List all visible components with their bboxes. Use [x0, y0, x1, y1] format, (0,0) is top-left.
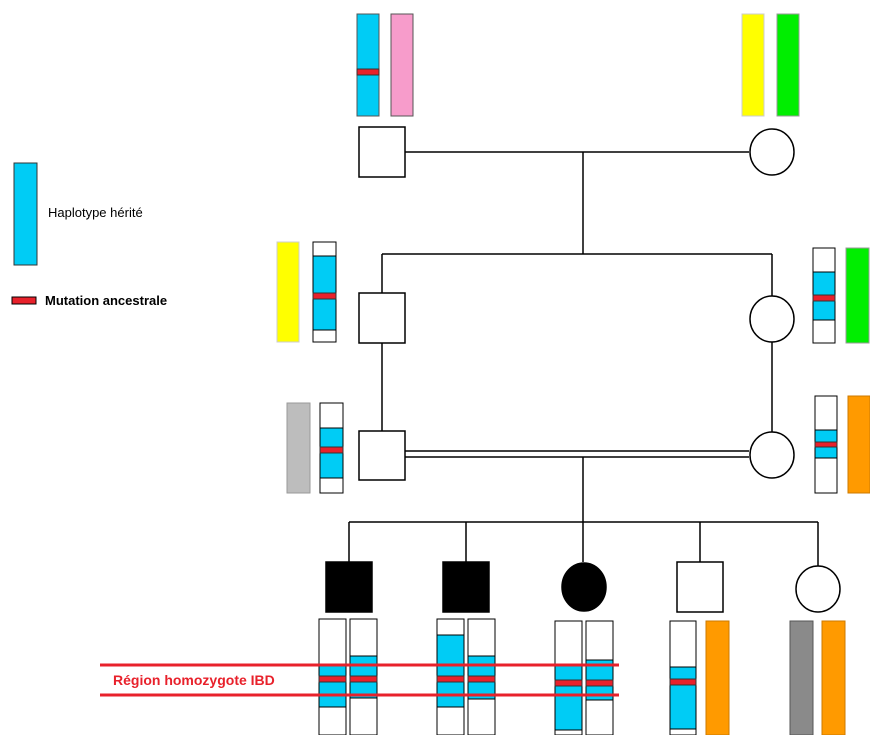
chromosome-pair-IV-5: [789, 620, 846, 735]
chromosome-pair-III-2: [814, 395, 870, 494]
chromosome-pair-II-2: [812, 247, 870, 344]
chromosome-pair-IV-4: [669, 620, 730, 735]
individual-IV-4: [676, 561, 724, 613]
individual-I-1: [358, 126, 406, 178]
individual-II-1: [358, 292, 406, 344]
legend-haplotype-label: Haplotype hérité: [48, 205, 143, 220]
legend-mutation-label: Mutation ancestrale: [45, 293, 167, 308]
chromosome-pair-I-1: [356, 13, 414, 117]
legend: Haplotype hérité Mutation ancestrale: [11, 162, 167, 308]
legend-mutation-swatch: [11, 296, 37, 305]
ibd-region-label: Région homozygote IBD: [113, 672, 275, 688]
individual-IV-5: [795, 565, 841, 613]
chromosome-pair-IV-3: [554, 620, 614, 735]
pedigree-lines: [348, 151, 819, 566]
chromosome-pair-IV-1: [318, 618, 378, 735]
individual-IV-1-affected: [325, 561, 373, 613]
chromosome-pair-III-1: [286, 402, 344, 494]
legend-haplotype-swatch: [13, 162, 38, 266]
individual-III-2: [749, 431, 795, 479]
chromosome-pair-IV-2: [436, 618, 496, 735]
chromosome-pair-I-2: [741, 13, 800, 117]
individual-IV-2-affected: [442, 561, 490, 613]
individual-I-2: [749, 128, 795, 176]
individual-II-2: [749, 295, 795, 343]
individual-III-1: [358, 430, 406, 481]
individual-IV-3-affected: [561, 562, 607, 612]
chromosome-pair-II-1: [276, 241, 337, 343]
